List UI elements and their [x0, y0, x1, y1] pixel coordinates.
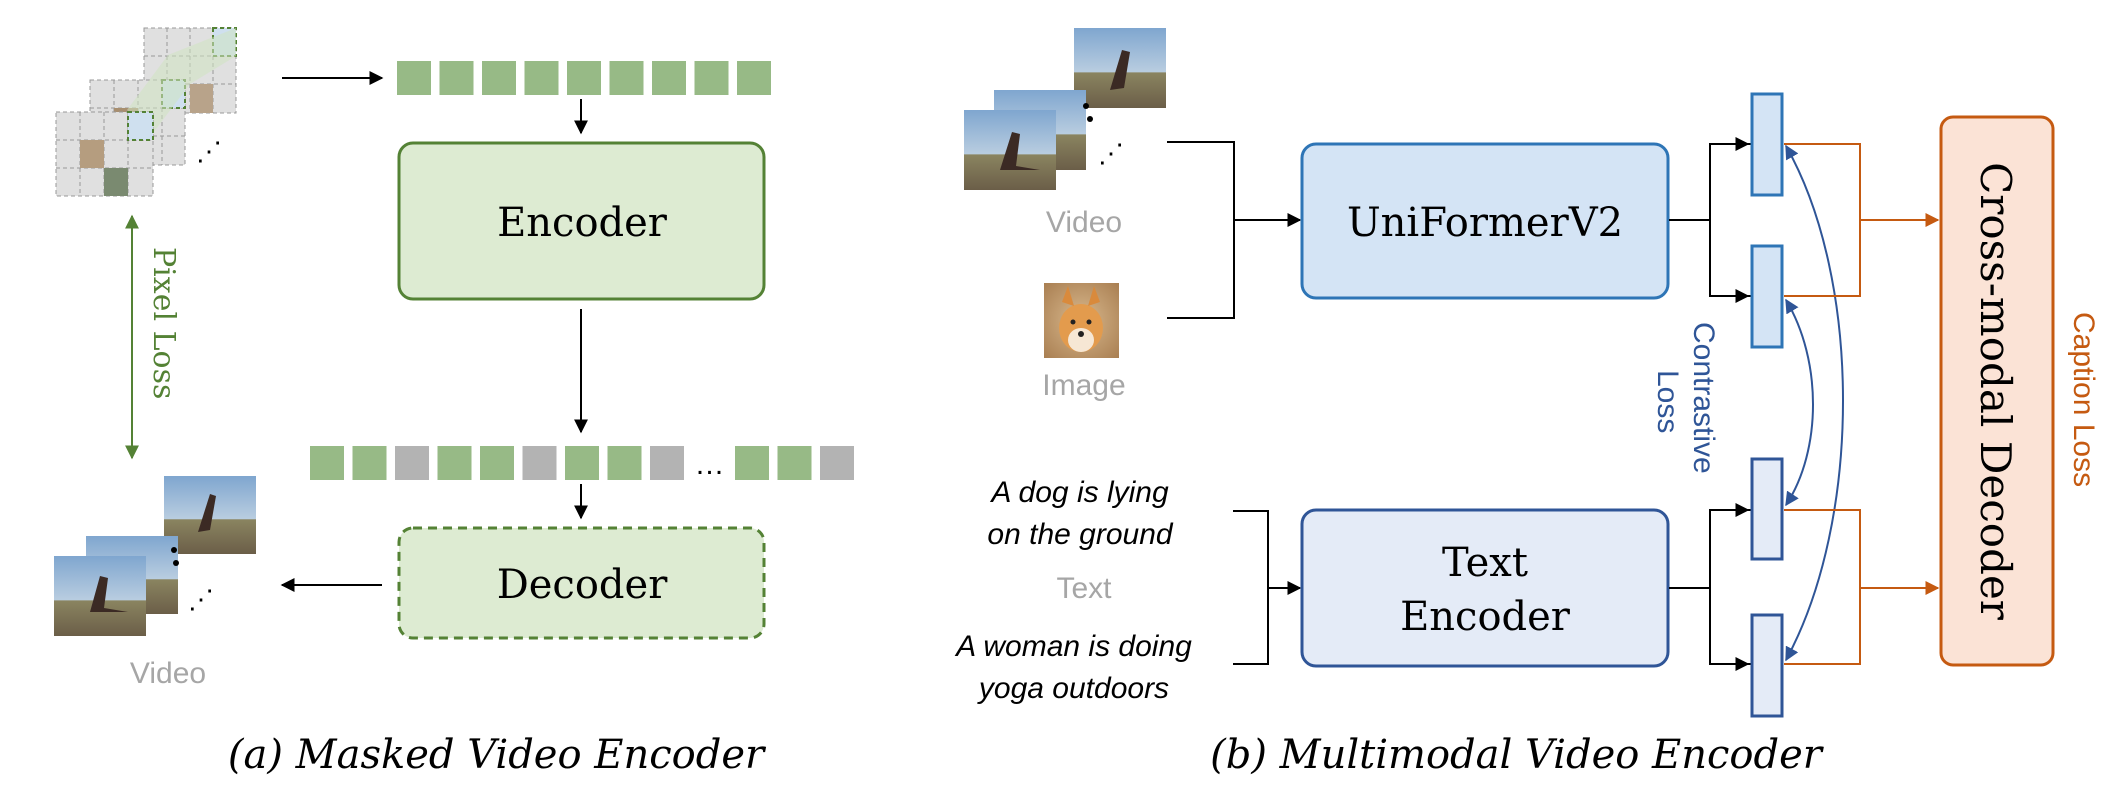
- top-visible-token: [694, 61, 729, 95]
- masked-video-encoder-panel: ⋰ Encoder … Decoder Pixel Loss: [54, 27, 854, 778]
- bottom-masked-token: [650, 446, 684, 480]
- input-image-thumbnail: [1044, 283, 1119, 358]
- encoder-box: [397, 141, 766, 301]
- text-encoder-label-line-1: Text: [1442, 540, 1528, 586]
- reconstructed-video-thumbnail: ⋰: [54, 476, 256, 636]
- vision-to-decoder-feed: [1784, 143, 1861, 297]
- input-video-ellipsis: ⋰: [1098, 138, 1124, 168]
- text-sample-1-line-1: A dog is lying: [989, 476, 1169, 509]
- text-label: Text: [1056, 572, 1112, 605]
- text-sample-1-line-2: on the ground: [987, 518, 1173, 551]
- text-output-split: [1709, 509, 1751, 665]
- text-sample-2-line-1: A woman is doing: [954, 630, 1192, 663]
- masked-video-cube: ⋰: [55, 27, 237, 197]
- text-feature-block-1: [1750, 457, 1784, 561]
- bottom-visible-token: [437, 446, 472, 480]
- bottom-visible-token: [352, 446, 387, 480]
- caption-loss-label: Caption Loss: [2067, 312, 2100, 487]
- left-video-label: Video: [130, 657, 206, 690]
- video-ellipsis: ⋰: [188, 584, 214, 614]
- cube-frame-front: [55, 111, 154, 197]
- uniformer-output-split: [1709, 143, 1751, 297]
- cube-tube: [127, 28, 236, 137]
- multimodal-video-encoder-panel: ⋰ Video Image UniFormerV2 A dog: [954, 28, 2100, 778]
- bottom-visible-token: [310, 446, 344, 480]
- caption-a: (a) Masked Video Encoder: [228, 732, 767, 778]
- text-encoder-box: [1300, 508, 1670, 668]
- right-video-label: Video: [1046, 206, 1122, 239]
- cube-ellipsis: ⋰: [196, 136, 222, 166]
- contrastive-label-line-2: Loss: [1651, 370, 1684, 433]
- uniformer-label: UniFormerV2: [1347, 200, 1623, 246]
- bottom-masked-token: [820, 446, 854, 480]
- top-visible-token: [524, 61, 559, 95]
- contrastive-arrow-outer: [1785, 144, 1844, 662]
- visual-merge-bracket: [1167, 141, 1235, 319]
- text-sample-2-line-2: yoga outdoors: [977, 672, 1169, 705]
- contrastive-arrow-inner: [1785, 298, 1814, 507]
- pixel-loss-label: Pixel Loss: [146, 247, 181, 399]
- top-visible-token: [652, 61, 686, 95]
- bottom-visible-token: [607, 446, 642, 480]
- decoder-box: [397, 526, 766, 640]
- cross-modal-decoder-label: Cross-modal Decoder: [1971, 162, 2020, 621]
- top-visible-token: [482, 61, 516, 95]
- input-video-thumbnail: ⋰: [964, 28, 1166, 190]
- bottom-visible-token: [480, 446, 514, 480]
- text-encoder-label-line-2: Encoder: [1400, 594, 1571, 640]
- vision-feature-block-1: [1750, 92, 1784, 197]
- top-visible-token: [567, 61, 601, 95]
- image-label: Image: [1042, 369, 1125, 402]
- vision-feature-block-2: [1750, 244, 1784, 349]
- text-merge-bracket: [1233, 510, 1269, 665]
- contrastive-label-line-1: Contrastive: [1687, 322, 1720, 474]
- decoder-label: Decoder: [497, 562, 669, 608]
- text-feature-block-2: [1750, 613, 1784, 718]
- cross-modal-decoder-box: [1939, 115, 2055, 667]
- top-visible-token: [439, 61, 474, 95]
- caption-b: (b) Multimodal Video Encoder: [1210, 732, 1825, 778]
- bottom-token-row: …: [310, 446, 854, 481]
- bottom-masked-token: [395, 446, 429, 480]
- top-visible-token: [737, 61, 771, 95]
- bottom-masked-token: [522, 446, 557, 480]
- encoder-label: Encoder: [497, 200, 668, 246]
- top-visible-token: [397, 61, 431, 95]
- bottom-ellipsis: …: [695, 448, 725, 481]
- top-visible-token: [609, 61, 644, 95]
- bottom-visible-token: [565, 446, 599, 480]
- uniformer-box: [1300, 142, 1670, 300]
- top-token-row: [397, 61, 771, 95]
- bottom-visible-token: [735, 446, 769, 480]
- bottom-visible-token: [777, 446, 812, 480]
